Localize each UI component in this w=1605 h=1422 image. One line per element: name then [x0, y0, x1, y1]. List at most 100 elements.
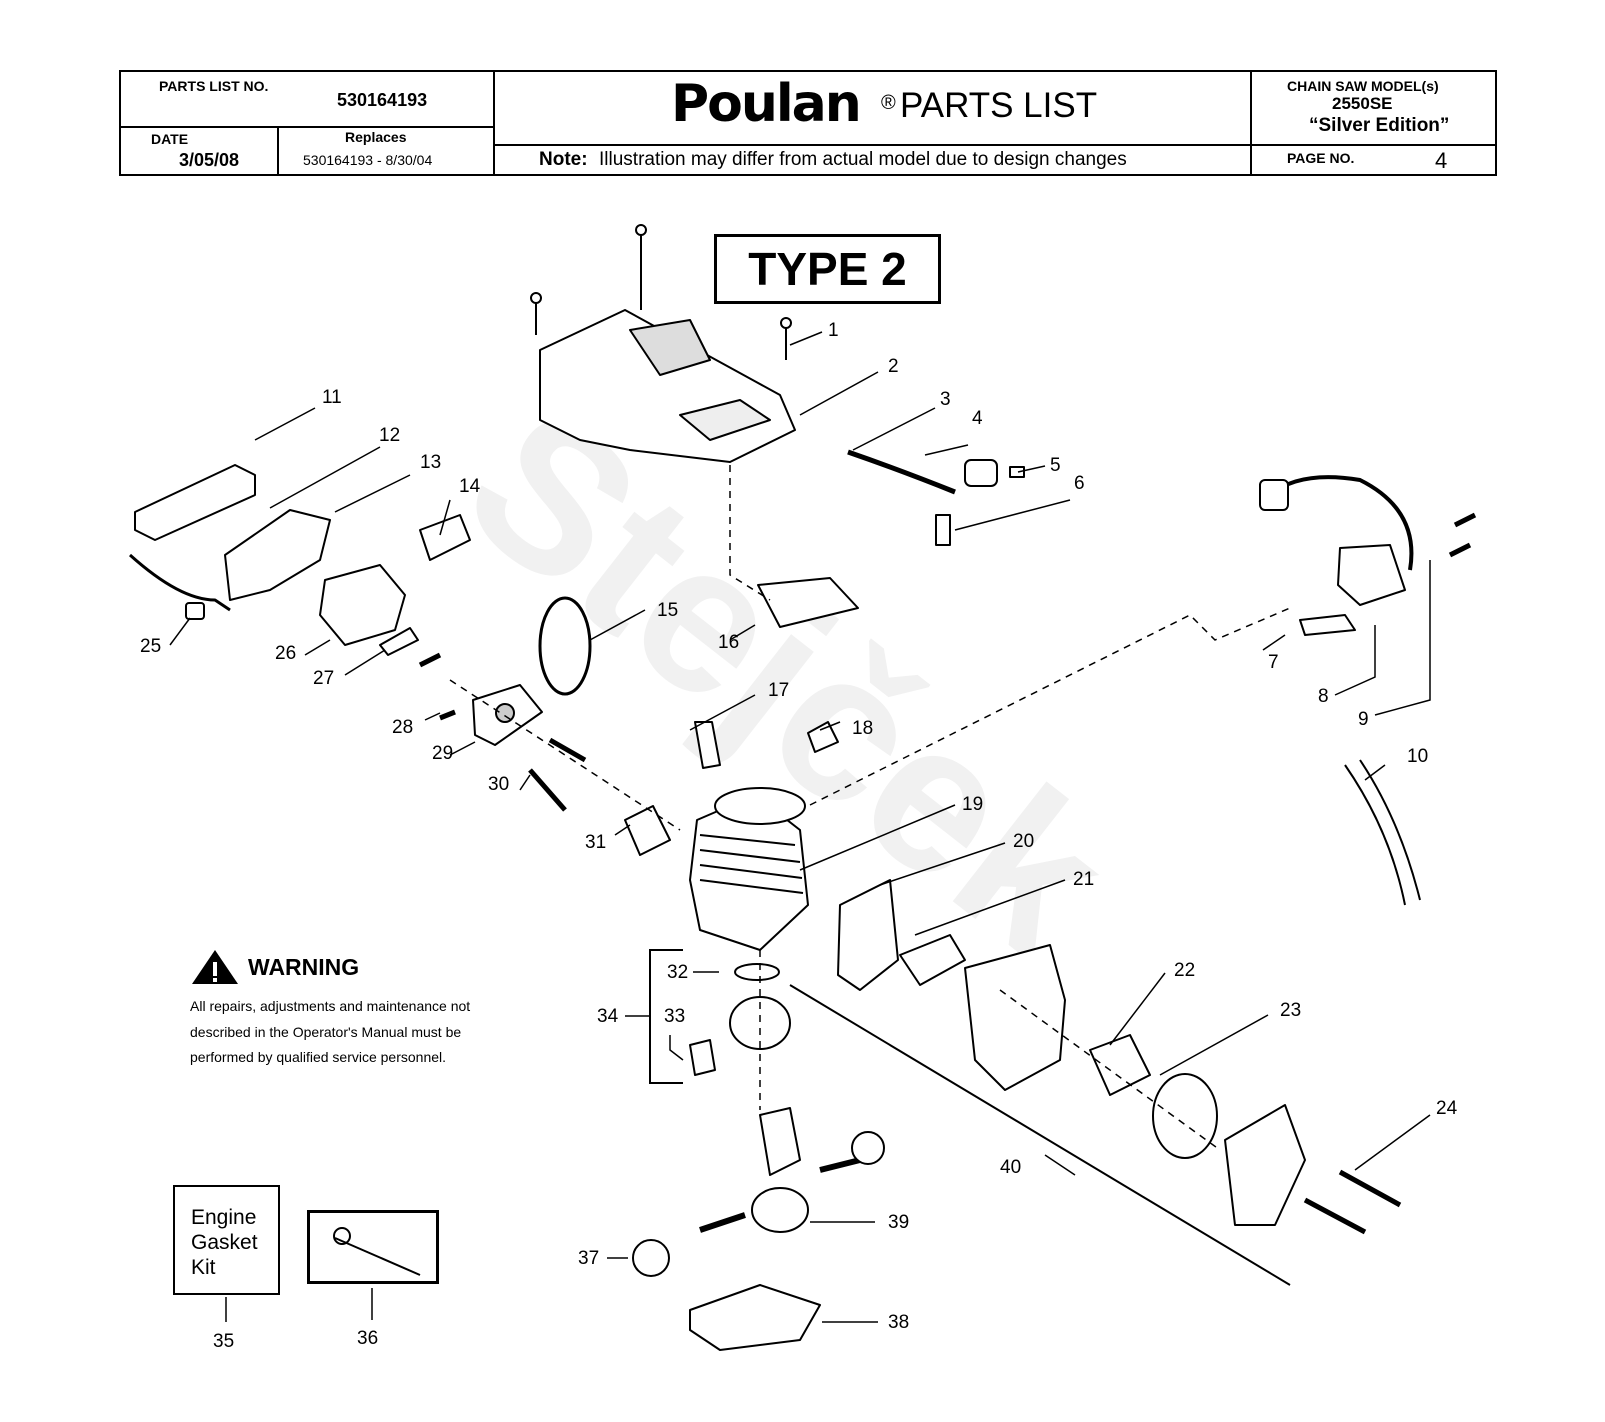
callout-30: 30	[488, 774, 509, 795]
wrist-pin	[689, 1039, 716, 1076]
callout-labels: 1 2 3 4 5 6 7 8 9 10 11 12 13 14 15 16 1…	[140, 320, 1458, 1352]
warning-block: WARNING All repairs, adjustments and mai…	[190, 948, 520, 1071]
parts-list-title: PARTS LIST	[900, 86, 1098, 125]
callout-35: 35	[213, 1331, 234, 1352]
spark-plug	[694, 721, 721, 769]
fuel-fitting	[964, 459, 998, 487]
type-label: TYPE 2	[714, 234, 941, 304]
warning-title: WARNING	[248, 953, 360, 980]
intake-bolts	[418, 652, 587, 812]
callout-13: 13	[420, 452, 441, 473]
note-label: Note:	[539, 149, 588, 170]
warning-triangle-icon	[192, 950, 238, 984]
callout-36: 36	[357, 1328, 378, 1349]
callout-22: 22	[1174, 960, 1195, 981]
piston	[729, 996, 791, 1050]
callout-8: 8	[1318, 686, 1329, 707]
carburetor	[319, 564, 406, 646]
parts-list-no: 530164193	[337, 90, 428, 110]
model-label: CHAIN SAW MODEL(s)	[1287, 78, 1439, 94]
heat-shield-plate	[757, 577, 859, 628]
bearing-left	[632, 1239, 670, 1277]
callout-40: 40	[1000, 1157, 1021, 1178]
callout-27: 27	[313, 668, 334, 689]
spark-arrestor-plate	[1089, 1034, 1151, 1096]
muffler-body	[964, 944, 1066, 1091]
callout-28: 28	[392, 717, 413, 738]
connecting-rod	[759, 1107, 801, 1176]
callout-39: 39	[888, 1212, 909, 1233]
callout-19: 19	[962, 794, 983, 815]
air-filter-cover	[134, 464, 256, 541]
warning-heading: WARNING	[190, 948, 520, 986]
muffler-gasket	[899, 934, 966, 986]
crankshaft	[751, 1187, 809, 1233]
callout-4: 4	[972, 408, 983, 429]
replaces-value: 530164193 - 8/30/04	[303, 152, 433, 168]
scrench-tool	[333, 1227, 421, 1276]
callout-33: 33	[664, 1006, 685, 1027]
callout-6: 6	[1074, 473, 1085, 494]
intake-gasket	[624, 805, 671, 856]
piston-ring	[734, 963, 780, 981]
clip	[185, 602, 205, 620]
page-label: PAGE NO.	[1287, 150, 1355, 166]
wire-harness	[1344, 759, 1421, 906]
ignition-module	[1337, 544, 1406, 606]
page-number: 4	[1435, 148, 1448, 173]
callout-23: 23	[1280, 1000, 1301, 1021]
callout-12: 12	[379, 425, 400, 446]
callout-38: 38	[888, 1312, 909, 1333]
cylinder-top	[714, 787, 806, 825]
callout-7: 7	[1268, 652, 1279, 673]
bearing-right	[851, 1131, 885, 1165]
engine-gasket-kit-box: Engine Gasket Kit	[173, 1185, 280, 1295]
callout-3: 3	[940, 389, 951, 410]
muffler-cover	[1224, 1104, 1306, 1226]
brand-logo: Poulan	[671, 74, 862, 134]
intake-boot-ring	[538, 596, 592, 696]
callout-26: 26	[275, 643, 296, 664]
callout-24: 24	[1436, 1098, 1458, 1119]
cover-bump	[629, 319, 711, 376]
warning-line-1: All repairs, adjustments and maintenance…	[190, 998, 471, 1014]
model-value: 2550SE	[1332, 94, 1393, 113]
callout-15: 15	[657, 600, 678, 621]
muffler-heat-shield	[837, 879, 899, 991]
callout-18: 18	[852, 718, 873, 739]
date-label: DATE	[151, 131, 189, 147]
callout-10: 10	[1407, 746, 1428, 767]
crankcase-bottom	[689, 1284, 821, 1351]
cover-screws	[535, 232, 787, 360]
callout-9: 9	[1358, 709, 1369, 730]
warning-line-2: described in the Operator's Manual must …	[190, 1023, 462, 1040]
spark-arrestor-screen	[1152, 1073, 1218, 1159]
tool-box	[307, 1210, 439, 1284]
date-value: 3/05/08	[179, 150, 240, 170]
spark-plug-boot	[1259, 479, 1289, 511]
warning-body: All repairs, adjustments and maintenance…	[190, 994, 520, 1071]
callout-34: 34	[597, 1006, 619, 1027]
callout-32: 32	[667, 962, 688, 983]
callout-20: 20	[1013, 831, 1034, 852]
callout-25: 25	[140, 636, 161, 657]
fuel-line	[847, 449, 956, 495]
throttle-assembly	[224, 509, 331, 601]
kit-line-1: Engine	[191, 1206, 257, 1229]
callout-31: 31	[585, 832, 606, 853]
kit-line-3: Kit	[191, 1256, 216, 1279]
fuel-filter	[935, 514, 951, 546]
callout-29: 29	[432, 743, 453, 764]
callout-16: 16	[718, 632, 739, 653]
throttle-cable	[128, 553, 231, 612]
muffler-bolts	[1303, 1169, 1402, 1235]
kit-line-2: Gasket	[191, 1231, 258, 1254]
callout-37: 37	[578, 1248, 599, 1269]
callout-1: 1	[828, 320, 839, 341]
replaces-label: Replaces	[345, 129, 407, 145]
callout-14: 14	[459, 476, 481, 497]
edition-value: “Silver Edition”	[1309, 115, 1450, 136]
registered-mark: ®	[881, 92, 896, 114]
callout-2: 2	[888, 356, 899, 377]
